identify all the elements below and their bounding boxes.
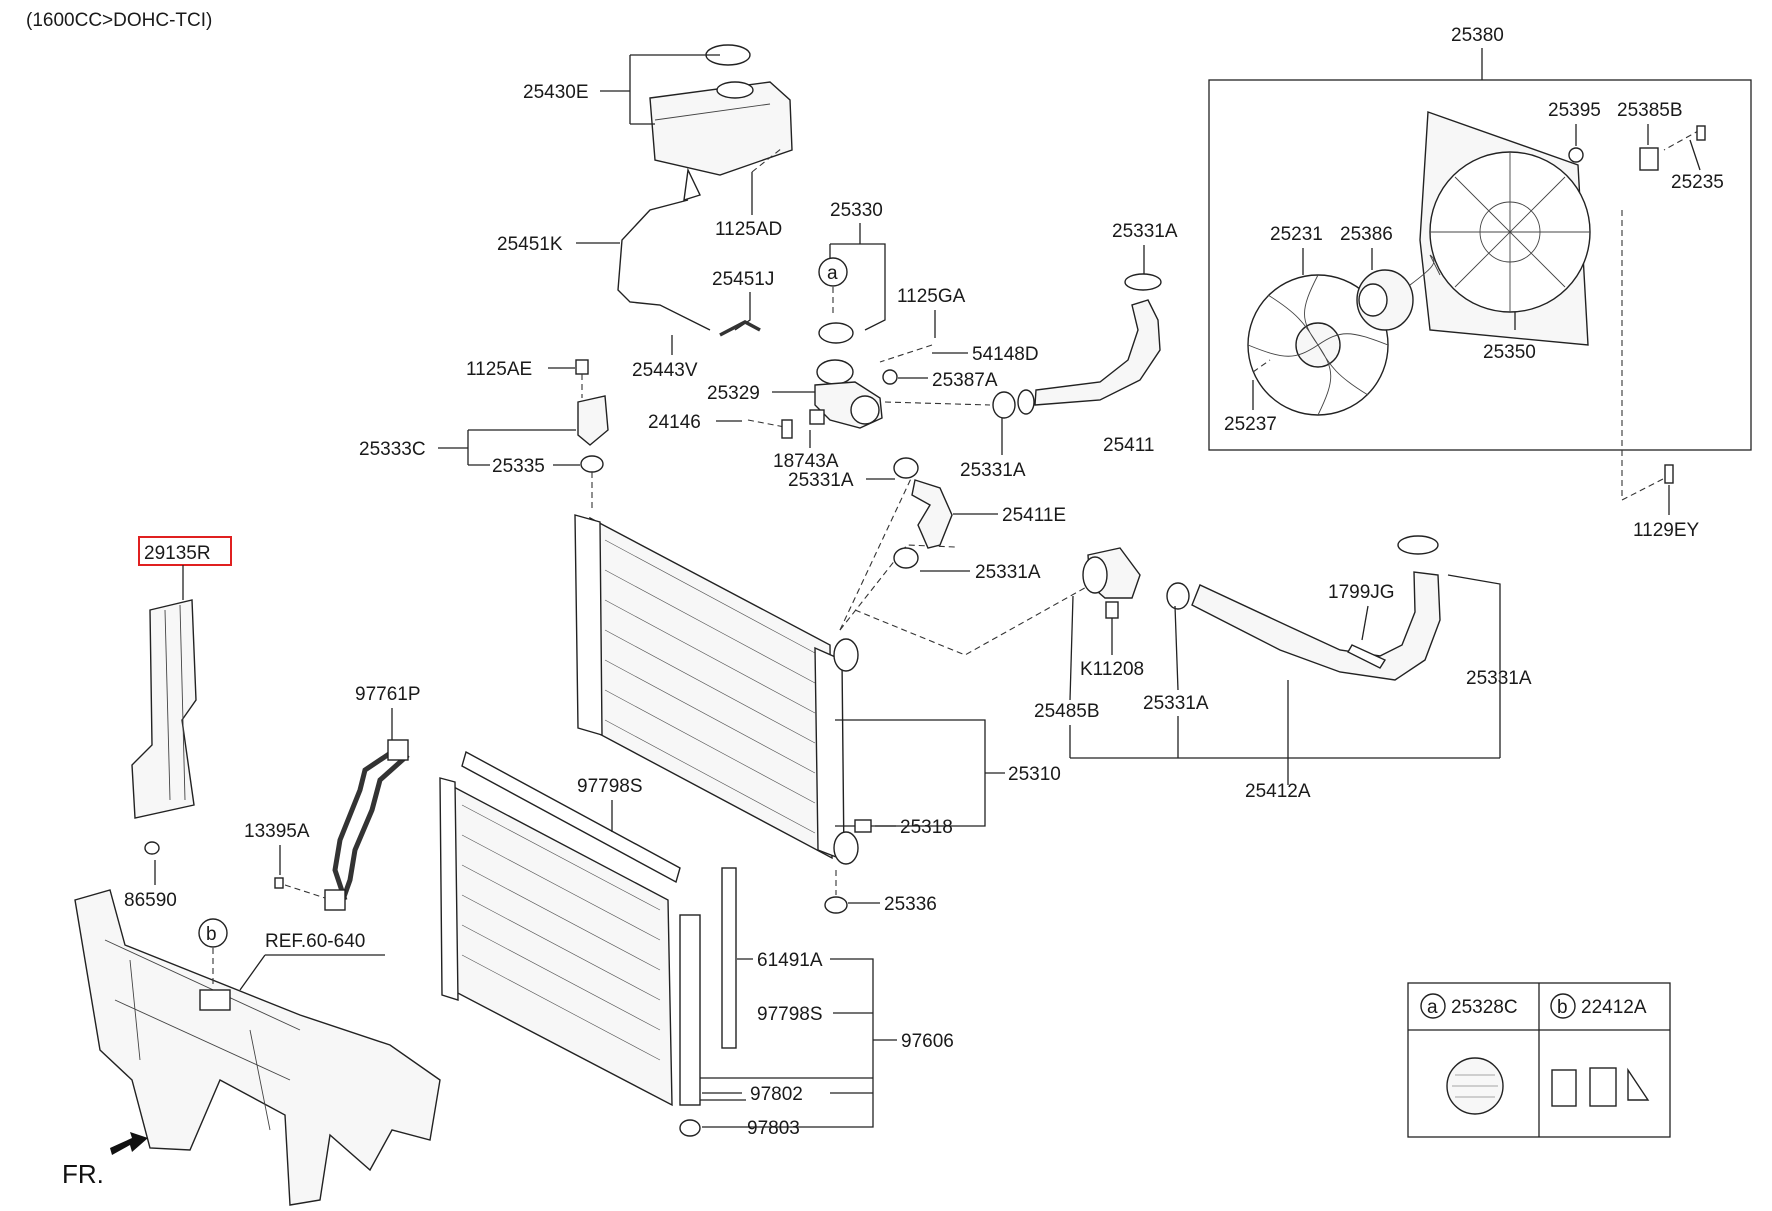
label-25331A-hose[interactable]: 25331A (960, 460, 1026, 481)
callout-a-circle (818, 257, 848, 287)
label-1129EY[interactable]: 1129EY (1633, 520, 1700, 541)
fan-motor-25386 (1356, 254, 1441, 331)
reservoir-hose (617, 199, 711, 331)
callout-b-circle (198, 918, 228, 948)
label-25411E[interactable]: 25411E (1002, 505, 1066, 526)
label-1125AE[interactable]: 1125AE (466, 359, 532, 380)
label-54148D[interactable]: 54148D (972, 344, 1039, 365)
label-25335[interactable]: 25335 (492, 456, 545, 477)
label-1799JG[interactable]: 1799JG (1328, 582, 1395, 603)
fan-assembly-box (1208, 79, 1752, 451)
callout-a: a (827, 263, 838, 284)
label-25380[interactable]: 25380 (1451, 25, 1504, 46)
radiator-25310 (574, 514, 859, 865)
label-18743A[interactable]: 18743A (773, 451, 839, 472)
label-25329[interactable]: 25329 (707, 383, 760, 404)
label-25387A[interactable]: 25387A (932, 370, 998, 391)
label-25331A-bot[interactable]: 25331A (1143, 693, 1209, 714)
fan-shroud-25350 (1419, 111, 1591, 346)
label-25331A-left[interactable]: 25331A (788, 470, 854, 491)
label-97606[interactable]: 97606 (901, 1031, 954, 1052)
outlet-25485B (1082, 547, 1141, 599)
upper-hose-25411 (992, 273, 1162, 419)
label-25411[interactable]: 25411 (1103, 435, 1154, 456)
label-97803[interactable]: 97803 (747, 1118, 800, 1139)
label-1125AD[interactable]: 1125AD (715, 219, 782, 240)
label-86590[interactable]: 86590 (124, 890, 177, 911)
label-13395A[interactable]: 13395A (244, 821, 310, 842)
label-25451J[interactable]: 25451J (712, 269, 774, 290)
label-25412A[interactable]: 25412A (1245, 781, 1311, 802)
label-61491A[interactable]: 61491A (757, 950, 823, 971)
deflector-29135R (131, 599, 197, 819)
label-25310[interactable]: 25310 (1008, 764, 1061, 785)
condenser (439, 750, 737, 1137)
label-ref-60-640[interactable]: REF.60-640 (265, 931, 365, 952)
bracket-25333C (577, 395, 609, 446)
label-29135R[interactable]: 29135R (144, 543, 211, 564)
bolt-1125AE (575, 359, 589, 398)
engine-note: (1600CC>DOHC-TCI) (26, 10, 212, 31)
legend-table (1407, 982, 1671, 1138)
label-25235[interactable]: 25235 (1671, 172, 1724, 193)
label-97761P[interactable]: 97761P (355, 684, 421, 705)
legend-a-part[interactable]: 25328C (1451, 997, 1518, 1018)
label-25331A-mid[interactable]: 25331A (975, 562, 1041, 583)
label-25318[interactable]: 25318 (900, 817, 953, 838)
label-25330[interactable]: 25330 (830, 200, 883, 221)
thermostat-housing (781, 359, 883, 439)
label-25443V[interactable]: 25443V (632, 360, 698, 381)
label-25350[interactable]: 25350 (1483, 342, 1536, 363)
fr-label: FR. (62, 1159, 104, 1189)
label-K11208[interactable]: K11208 (1080, 659, 1144, 680)
label-25395[interactable]: 25395 (1548, 100, 1601, 121)
label-1125GA[interactable]: 1125GA (897, 286, 966, 307)
label-97802[interactable]: 97802 (750, 1084, 803, 1105)
label-24146[interactable]: 24146 (648, 412, 701, 433)
label-25237[interactable]: 25237 (1224, 414, 1277, 435)
label-25430E[interactable]: 25430E (523, 82, 589, 103)
fan-blade-25231 (1247, 274, 1389, 416)
label-25333C[interactable]: 25333C (359, 439, 426, 460)
legend-b-letter: b (1557, 997, 1568, 1018)
callout-b: b (206, 924, 217, 945)
ac-pipe-97761P (324, 739, 410, 911)
label-97798S-bot[interactable]: 97798S (757, 1004, 823, 1025)
hose-25412A (1166, 535, 1441, 681)
label-25331A-top[interactable]: 25331A (1112, 221, 1178, 242)
label-25485B[interactable]: 25485B (1034, 701, 1100, 722)
legend-a-letter: a (1427, 997, 1438, 1018)
legend-b-part[interactable]: 22412A (1581, 997, 1647, 1018)
label-25451K[interactable]: 25451K (497, 234, 563, 255)
label-25336[interactable]: 25336 (884, 894, 937, 915)
label-25385B[interactable]: 25385B (1617, 100, 1683, 121)
fr-arrow (110, 1132, 148, 1155)
label-25231[interactable]: 25231 (1270, 224, 1323, 245)
label-25386[interactable]: 25386 (1340, 224, 1393, 245)
label-25331A-right[interactable]: 25331A (1466, 668, 1532, 689)
front-end-carrier (74, 889, 441, 1206)
reservoir-tank (649, 44, 793, 201)
label-97798S-top[interactable]: 97798S (577, 776, 643, 797)
highlight-29135R (138, 536, 232, 566)
lower-hose-25411E (893, 457, 953, 569)
